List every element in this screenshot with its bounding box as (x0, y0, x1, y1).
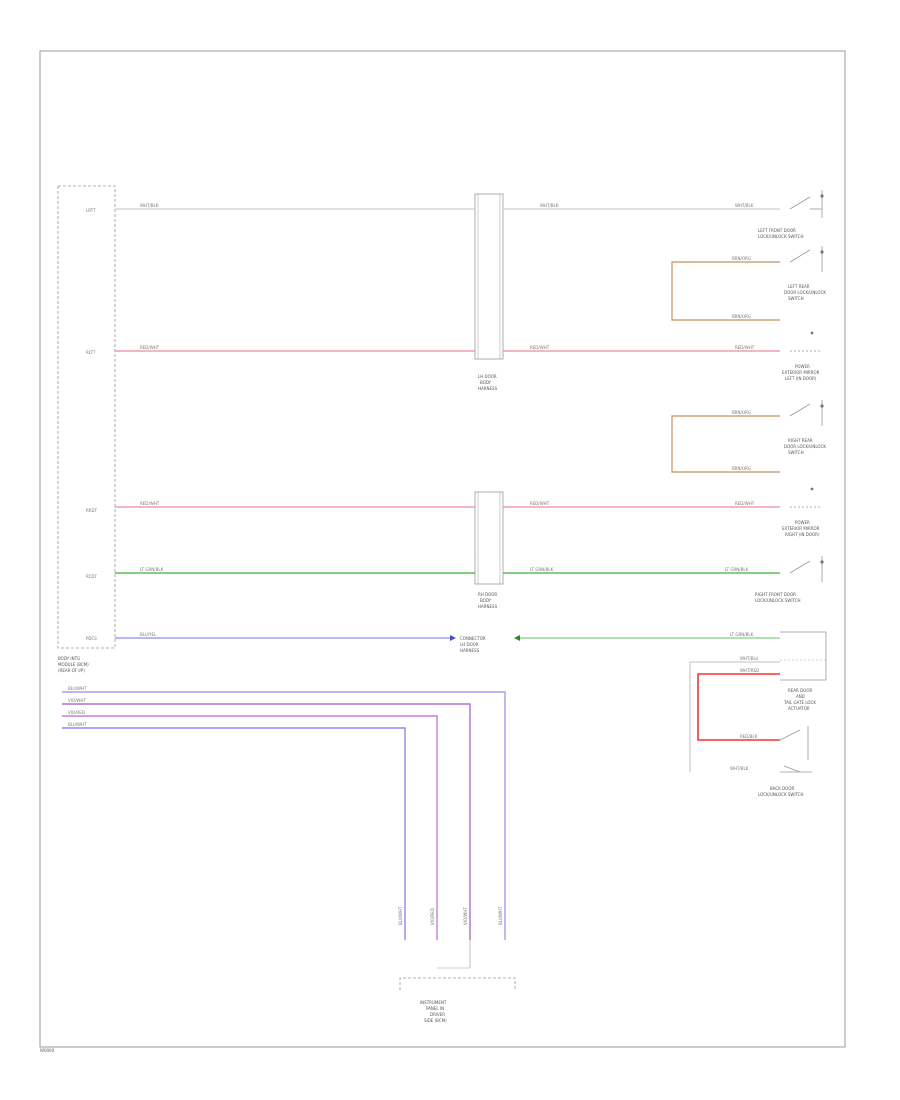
wire-label-r2: RED/WHT (530, 345, 550, 350)
bottom-module-caption-3: DRIVER (430, 1012, 445, 1017)
switch-mirror-right: POWER EXTERIOR MIRROR RIGHT (IN DOOR) (782, 487, 822, 537)
switch-s2-label-1: LEFT REAR (788, 284, 810, 289)
bottom-module-caption-2: PANEL IN (426, 1006, 444, 1011)
connector-top-label-2: BODY (480, 380, 492, 385)
bus-vlabel-3: VIO/WHT (463, 907, 468, 925)
switch-s3-label-3: LEFT (IN DOOR) (785, 376, 817, 381)
connector-mid: RH DOOR BODY HARNESS (474, 491, 504, 609)
diagram-frame (39, 50, 846, 1048)
switch-s4-label-3: SWITCH (788, 450, 804, 455)
connector-top: LH DOOR BODY HARNESS (474, 193, 504, 391)
bus-vlabel-2: VIO/RED (430, 908, 435, 925)
bottom-module-caption-1: INSTRUMENT (420, 1000, 447, 1005)
bcm-caption-3: (REAR OF I/P) (58, 668, 85, 673)
switch-s7-label-2: AND (796, 694, 805, 699)
bcm-caption-1: BODY INTG (58, 656, 80, 661)
wire-label-g3: LT GRN/BLK (725, 567, 749, 572)
switch-s8-label-1: BACK DOOR (770, 786, 794, 791)
switch-s5-label-3: RIGHT (IN DOOR) (785, 532, 820, 537)
switch-s6-label-1: RIGHT FRONT DOOR (755, 592, 796, 597)
wire-label-pd4: WHT/BLK (730, 766, 749, 771)
wire-label-pd2: WHT/RED (740, 668, 759, 673)
switch-left-rear-door: LEFT REAR DOOR LOCK/UNLOCK SWITCH (784, 246, 826, 301)
switch-right-rear-door: RIGHT REAR DOOR LOCK/UNLOCK SWITCH (784, 400, 826, 455)
bcm-terminal-1: LRTT (86, 208, 96, 213)
switch-s3-label-2: EXTERIOR MIRROR (782, 370, 820, 375)
wire-label-r3: RED/WHT (735, 345, 755, 350)
wire-label-r5: RED/WHT (530, 501, 550, 506)
wire-label-br4: BRN/ORG (732, 466, 751, 471)
switch-left-front-door: LEFT FRONT DOOR LOCK/UNLOCK SWITCH (758, 190, 824, 239)
bottom-module-caption-4: SIDE (BCM) (424, 1018, 447, 1023)
bus-vlabel-4: BLU/WHT (498, 906, 503, 925)
wire-label-r6: RED/WHT (735, 501, 755, 506)
switch-s2-label-2: DOOR LOCK/UNLOCK (784, 290, 826, 295)
wire-row-3: RED/WHT RED/WHT RED/WHT (115, 501, 780, 508)
switch-s3-label-1: POWER (795, 364, 810, 369)
bcm-module: LRTT RLTT RRDT RCDT PDCS BODY INTG MODUL… (57, 185, 116, 673)
connector-top-label-3: HARNESS (478, 386, 498, 391)
wire-label-br1: BRN/ORG (732, 256, 751, 261)
bus-vlabel-1: BLU/WHT (398, 906, 403, 925)
wire-label-pd1: WHT/BLU (740, 656, 759, 661)
switch-s8-label-2: LOCK/UNLOCK SWITCH (758, 792, 804, 797)
wire-label-br3: BRN/ORG (732, 410, 751, 415)
connector-top-label-1: LH DOOR (478, 374, 497, 379)
switch-right-front-door: RIGHT FRONT DOOR LOCK/UNLOCK SWITCH (755, 556, 824, 603)
bcm-caption-2: MODULE (BCM) (58, 662, 89, 667)
switch-s7-label-3: TAIL GATE LOCK (783, 700, 816, 705)
bus-label-3: VIO/RED (68, 710, 85, 715)
wire-label-g2: LT GRN/BLK (530, 567, 554, 572)
bus-label-1: BLU/WHT (68, 686, 87, 691)
bcm-terminal-5: PDCS (86, 636, 97, 641)
wire-label-w2: WHT/BLK (540, 203, 559, 208)
bcm-terminal-4: RCDT (86, 574, 97, 579)
bcm-terminal-2: RLTT (86, 350, 96, 355)
switch-s1-label-2: LOCK/UNLOCK SWITCH (758, 234, 804, 239)
switch-s4-label-2: DOOR LOCK/UNLOCK (784, 444, 826, 449)
bus-label-4: BLU/WHT (68, 722, 87, 727)
tailgate-actuator: WHT/BLU WHT/RED RED/BLK REAR DOOR AND TA… (689, 631, 827, 772)
switch-s1-label-1: LEFT FRONT DOOR (758, 228, 796, 233)
bus-label-2: VIO/WHT (68, 698, 86, 703)
switch-s4-label-1: RIGHT REAR (788, 438, 813, 443)
wire-row-1: WHT/BLK WHT/BLK WHT/BLK (115, 203, 780, 210)
wire-label-r4: RED/WHT (140, 501, 160, 506)
switch-s7-label-1: REAR DOOR (788, 688, 812, 693)
wire-label-g1: LT GRN/BLK (140, 567, 164, 572)
page-label: W0000 (40, 1048, 55, 1053)
wire-loop-right-rear: BRN/ORG BRN/ORG (671, 410, 780, 473)
wire-row-2: RED/WHT RED/WHT RED/WHT (115, 345, 780, 352)
switch-s5-label-2: EXTERIOR MIRROR (782, 526, 820, 531)
connector-mid-label-2: BODY (480, 598, 492, 603)
connector-mid-label-3: HARNESS (478, 604, 498, 609)
bus-wires: BLU/WHT VIO/WHT VIO/RED BLU/WHT BLU/WHT … (62, 686, 506, 940)
bcm-terminal-3: RRDT (86, 508, 98, 513)
wire-label-pd3: RED/BLK (740, 734, 758, 739)
bottom-module: INSTRUMENT PANEL IN DRIVER SIDE (BCM) (399, 940, 516, 1023)
switch-mirror-left: POWER EXTERIOR MIRROR LEFT (IN DOOR) (782, 331, 822, 381)
wire-row-5: BLU/YEL LT GRN/BLK (115, 632, 780, 641)
switch-s7-label-4: ACTUATOR (788, 706, 810, 711)
switch-back-door: WHT/BLK BACK DOOR LOCK/UNLOCK SWITCH (730, 726, 812, 797)
wire-label-r1: RED/WHT (140, 345, 160, 350)
wire-label-w3: WHT/BLK (735, 203, 754, 208)
wire-label-b1: BLU/YEL (140, 632, 157, 637)
connector-mid-label-1: RH DOOR (478, 592, 497, 597)
connector-blue-label-3: HARNESS (460, 648, 480, 653)
wire-loop-left-rear: BRN/ORG BRN/ORG (671, 256, 780, 321)
wire-label-br2: BRN/ORG (732, 314, 751, 319)
connector-blue-label-1: CONNECTOR (460, 636, 486, 641)
switch-s2-label-3: SWITCH (788, 296, 804, 301)
connector-blue: CONNECTOR LH DOOR HARNESS (460, 636, 486, 653)
wire-label-w1: WHT/BLK (140, 203, 159, 208)
switch-s6-label-2: LOCK/UNLOCK SWITCH (755, 598, 801, 603)
wire-label-lg1: LT GRN/BLK (730, 632, 754, 637)
connector-blue-label-2: LH DOOR (460, 642, 479, 647)
wire-row-4: LT GRN/BLK LT GRN/BLK LT GRN/BLK (115, 567, 780, 574)
switch-s5-label-1: POWER (795, 520, 810, 525)
